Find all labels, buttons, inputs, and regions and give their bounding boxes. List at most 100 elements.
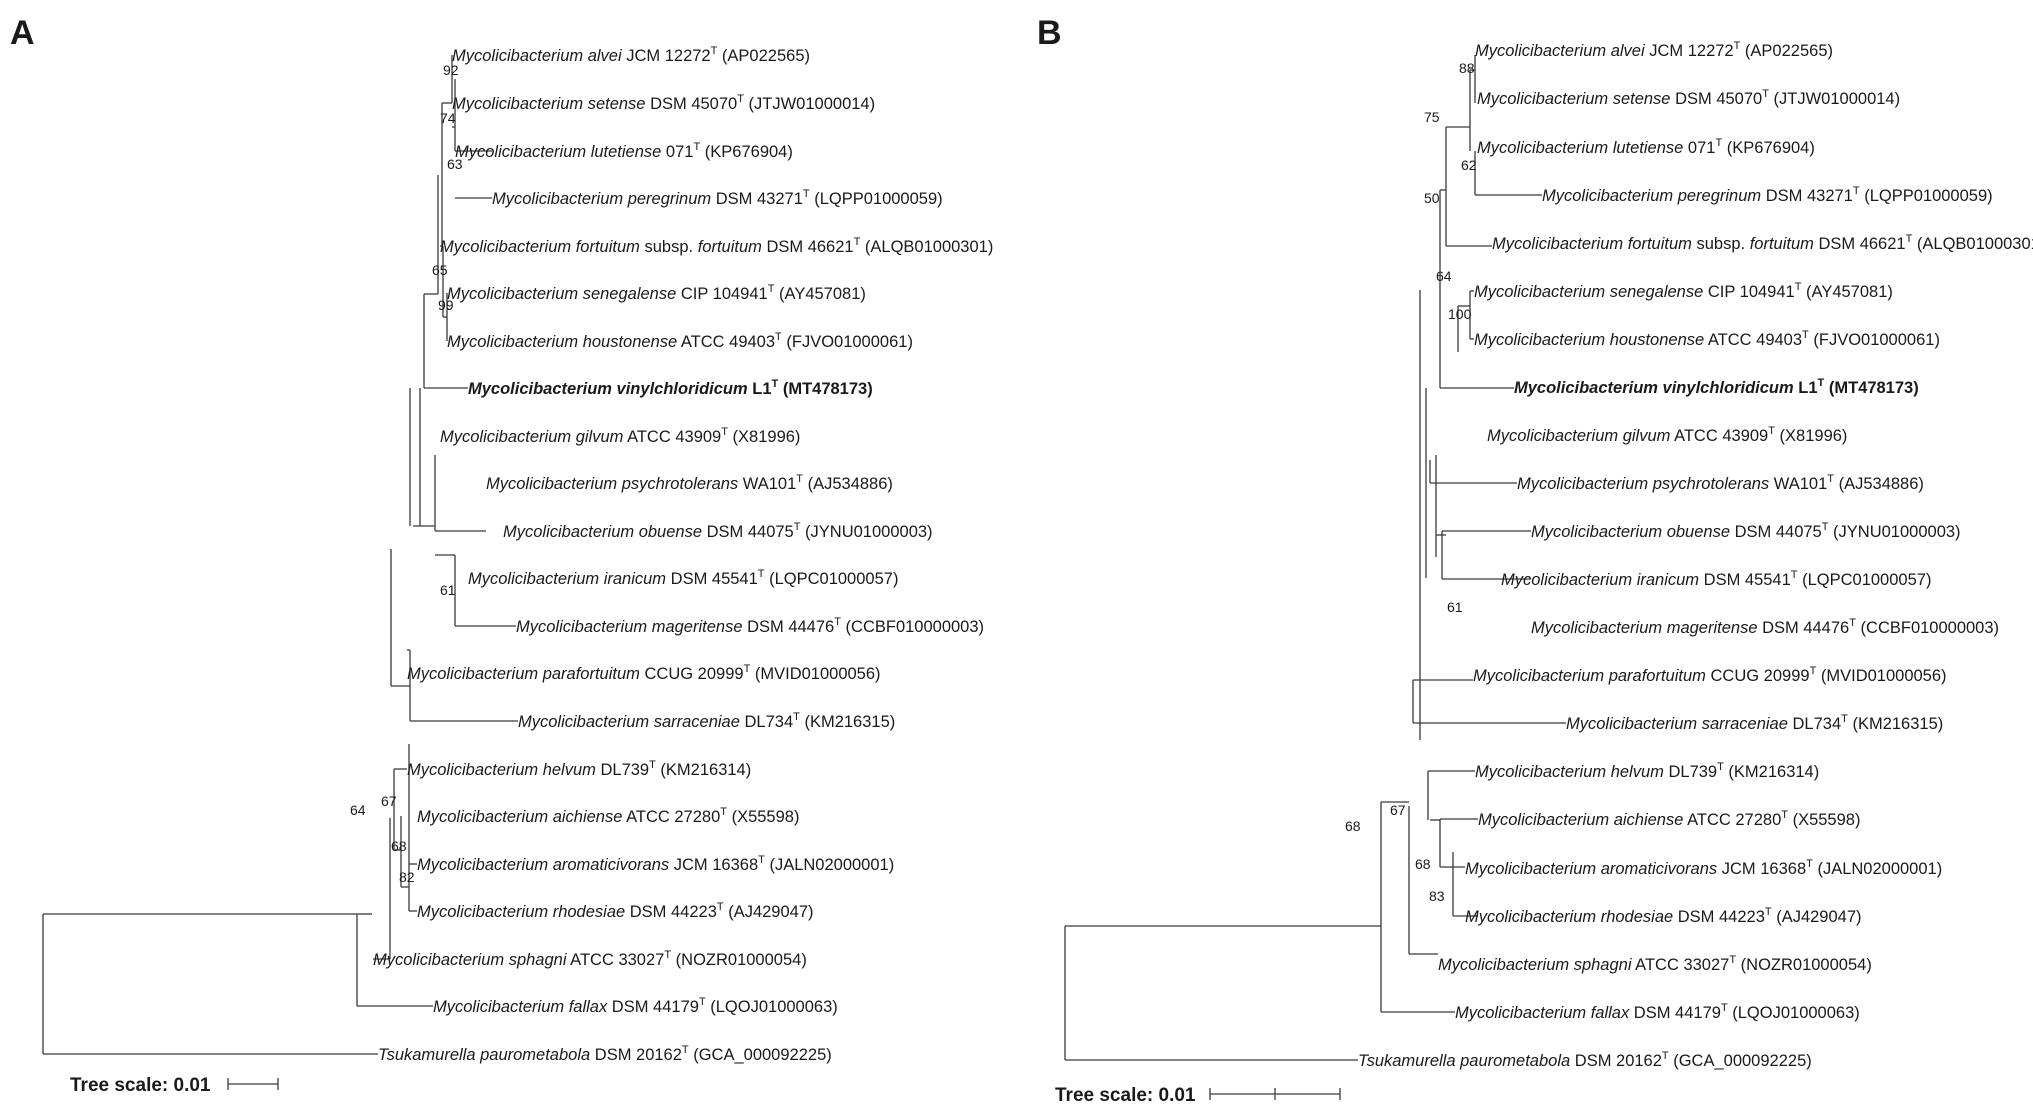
taxon-accession: (X55598): [1788, 811, 1860, 829]
taxon-type-marker: T: [1762, 88, 1769, 100]
taxon-species-name: Tsukamurella paurometabola: [1358, 1052, 1570, 1070]
taxon-type-marker: T: [693, 141, 700, 153]
taxon-type-marker: T: [1721, 1002, 1728, 1014]
panel-a-scale-label: Tree scale: 0.01: [70, 1075, 211, 1096]
panel-b-taxon-label: Mycolicibacterium aromaticivorans JCM 16…: [1465, 858, 1942, 878]
taxon-accession: (MVID01000056): [750, 665, 880, 683]
taxon-accession: (KM216315): [1848, 715, 1943, 733]
taxon-species-name: Mycolicibacterium sarraceniae: [1566, 715, 1788, 733]
panel-a-taxon-label: Mycolicibacterium parafortuitum CCUG 209…: [407, 663, 881, 683]
taxon-species-name: Mycolicibacterium sarraceniae: [518, 713, 740, 731]
taxon-strain: DL739: [596, 761, 649, 779]
taxon-species-name: Mycolicibacterium setense: [1477, 90, 1671, 108]
taxon-strain: DL734: [1788, 715, 1841, 733]
taxon-accession: (CCBF010000003): [841, 618, 984, 636]
taxon-species-name: Mycolicibacterium sphagni: [373, 951, 568, 969]
panel-b-bootstrap-value: 67: [1390, 802, 1406, 818]
panel-b-taxon-label: Mycolicibacterium peregrinum DSM 43271T …: [1542, 185, 1993, 205]
taxon-species-name: Mycolicibacterium gilvum: [440, 428, 623, 446]
taxon-species-name: Mycolicibacterium iranicum: [1501, 571, 1699, 589]
taxon-subspecies: fortuitum: [698, 238, 762, 256]
taxon-accession: (AY457081): [1801, 283, 1892, 301]
taxon-strain: CIP 104941: [1703, 283, 1794, 301]
taxon-strain: ATCC 43909: [1670, 427, 1768, 445]
panel-b-bootstrap-value: 62: [1461, 157, 1477, 173]
taxon-strain: WA101: [738, 475, 796, 493]
panel-b-taxon-label: Mycolicibacterium sphagni ATCC 33027T (N…: [1438, 954, 1872, 974]
taxon-strain: DSM 44476: [1758, 619, 1850, 637]
taxon-accession: (NOZR01000054): [1736, 956, 1872, 974]
taxon-accession: (AP022565): [1740, 42, 1833, 60]
taxon-strain: DSM 43271: [711, 190, 803, 208]
taxon-type-marker: T: [758, 568, 765, 580]
panel-a-taxon-label: Mycolicibacterium rhodesiae DSM 44223T (…: [417, 901, 814, 921]
taxon-type-marker: T: [664, 949, 671, 961]
taxon-type-marker: T: [1802, 329, 1809, 341]
panel-b-bootstrap-value: 68: [1345, 818, 1361, 834]
taxon-species-name: Mycolicibacterium rhodesiae: [417, 903, 625, 921]
taxon-species-name: Mycolicibacterium alvei: [452, 47, 623, 65]
taxon-species-name: Tsukamurella paurometabola: [378, 1046, 590, 1064]
panel-a-taxon-label: Mycolicibacterium mageritense DSM 44476T…: [516, 616, 984, 636]
panel-b-tree: 88756250641006167688368Mycolicibacterium…: [1064, 40, 2033, 1100]
panel-b-taxon-label: Mycolicibacterium lutetiense 071T (KP676…: [1477, 137, 1815, 157]
taxon-accession: (AJ534886): [1834, 475, 1924, 493]
taxon-type-marker: T: [1734, 40, 1741, 52]
taxon-species-name: Mycolicibacterium aromaticivorans: [417, 856, 669, 874]
taxon-type-marker: T: [717, 901, 724, 913]
panel-a-bootstrap-value: 64: [350, 802, 366, 818]
taxon-species-name: Mycolicibacterium vinylchloridicum: [1514, 379, 1794, 397]
taxon-species-name: Mycolicibacterium sphagni: [1438, 956, 1633, 974]
panel-a-letter: A: [10, 14, 35, 52]
taxon-accession: (AY457081): [774, 285, 865, 303]
panel-a-bootstrap-value: 65: [432, 262, 448, 278]
taxon-strain: DSM 20162: [590, 1046, 682, 1064]
taxon-type-marker: T: [1729, 954, 1736, 966]
taxon-species-name: Mycolicibacterium obuense: [1531, 523, 1730, 541]
taxon-species-name: Mycolicibacterium psychrotolerans: [1517, 475, 1769, 493]
taxon-strain: DSM 44179: [1629, 1004, 1721, 1022]
taxon-strain: JCM 12272: [622, 47, 711, 65]
taxon-accession: (MT478173): [778, 380, 872, 398]
taxon-accession: (ALQB01000301): [1912, 235, 2033, 253]
taxon-type-marker: T: [1662, 1050, 1669, 1062]
taxon-type-marker: T: [803, 188, 810, 200]
taxon-accession: (JYNU01000003): [1828, 523, 1960, 541]
panel-a-taxon-label: Mycolicibacterium iranicum DSM 45541T (L…: [468, 568, 898, 588]
taxon-species-name: Mycolicibacterium alvei: [1475, 42, 1646, 60]
taxon-species-name: Mycolicibacterium lutetiense: [455, 143, 661, 161]
taxon-strain: DSM 45541: [1699, 571, 1791, 589]
panel-a-taxon-label: Mycolicibacterium vinylchloridicum L1T (…: [468, 378, 873, 398]
taxon-accession: (GCA_000092225): [689, 1046, 832, 1064]
taxon-species-name: Mycolicibacterium lutetiense: [1477, 139, 1683, 157]
taxon-type-marker: T: [775, 331, 782, 343]
taxon-species-name: Mycolicibacterium aromaticivorans: [1465, 860, 1717, 878]
panel-a-taxon-label: Mycolicibacterium helvum DL739T (KM21631…: [407, 759, 751, 779]
panel-b-taxon-label: Mycolicibacterium senegalense CIP 104941…: [1474, 281, 1893, 301]
panel-a-bootstrap-value: 63: [447, 156, 463, 172]
taxon-strain: DSM 45070: [1671, 90, 1763, 108]
taxon-type-marker: T: [737, 93, 744, 105]
taxon-species-name: Mycolicibacterium vinylchloridicum: [468, 380, 748, 398]
panel-a-bootstrap-value: 74: [440, 110, 456, 126]
taxon-accession: (LQPP01000059): [810, 190, 943, 208]
taxon-strain: DSM 44075: [1730, 523, 1822, 541]
panel-b-taxon-label: Mycolicibacterium gilvum ATCC 43909T (X8…: [1487, 425, 1847, 445]
taxon-species-name: Mycolicibacterium helvum: [407, 761, 596, 779]
panel-b-taxon-label: Mycolicibacterium obuense DSM 44075T (JY…: [1531, 521, 1961, 541]
taxon-species-name: Mycolicibacterium parafortuitum: [407, 665, 640, 683]
taxon-accession: (AJ534886): [803, 475, 893, 493]
panel-a-taxon-label: Mycolicibacterium sphagni ATCC 33027T (N…: [373, 949, 807, 969]
taxon-type-marker: T: [758, 854, 765, 866]
taxon-species-name: Mycolicibacterium peregrinum: [492, 190, 711, 208]
taxon-type-marker: T: [1827, 473, 1834, 485]
taxon-accession: (JYNU01000003): [800, 523, 932, 541]
panel-a-taxon-label: Mycolicibacterium peregrinum DSM 43271T …: [492, 188, 943, 208]
taxon-strain: DSM 46621: [1814, 235, 1906, 253]
taxon-strain: ATCC 49403: [677, 333, 775, 351]
taxon-strain: DSM 44075: [702, 523, 794, 541]
taxon-accession: (MVID01000056): [1816, 667, 1946, 685]
panel-a-taxon-label: Mycolicibacterium sarraceniae DL734T (KM…: [518, 711, 895, 731]
taxon-accession: (LQPP01000059): [1860, 187, 1993, 205]
